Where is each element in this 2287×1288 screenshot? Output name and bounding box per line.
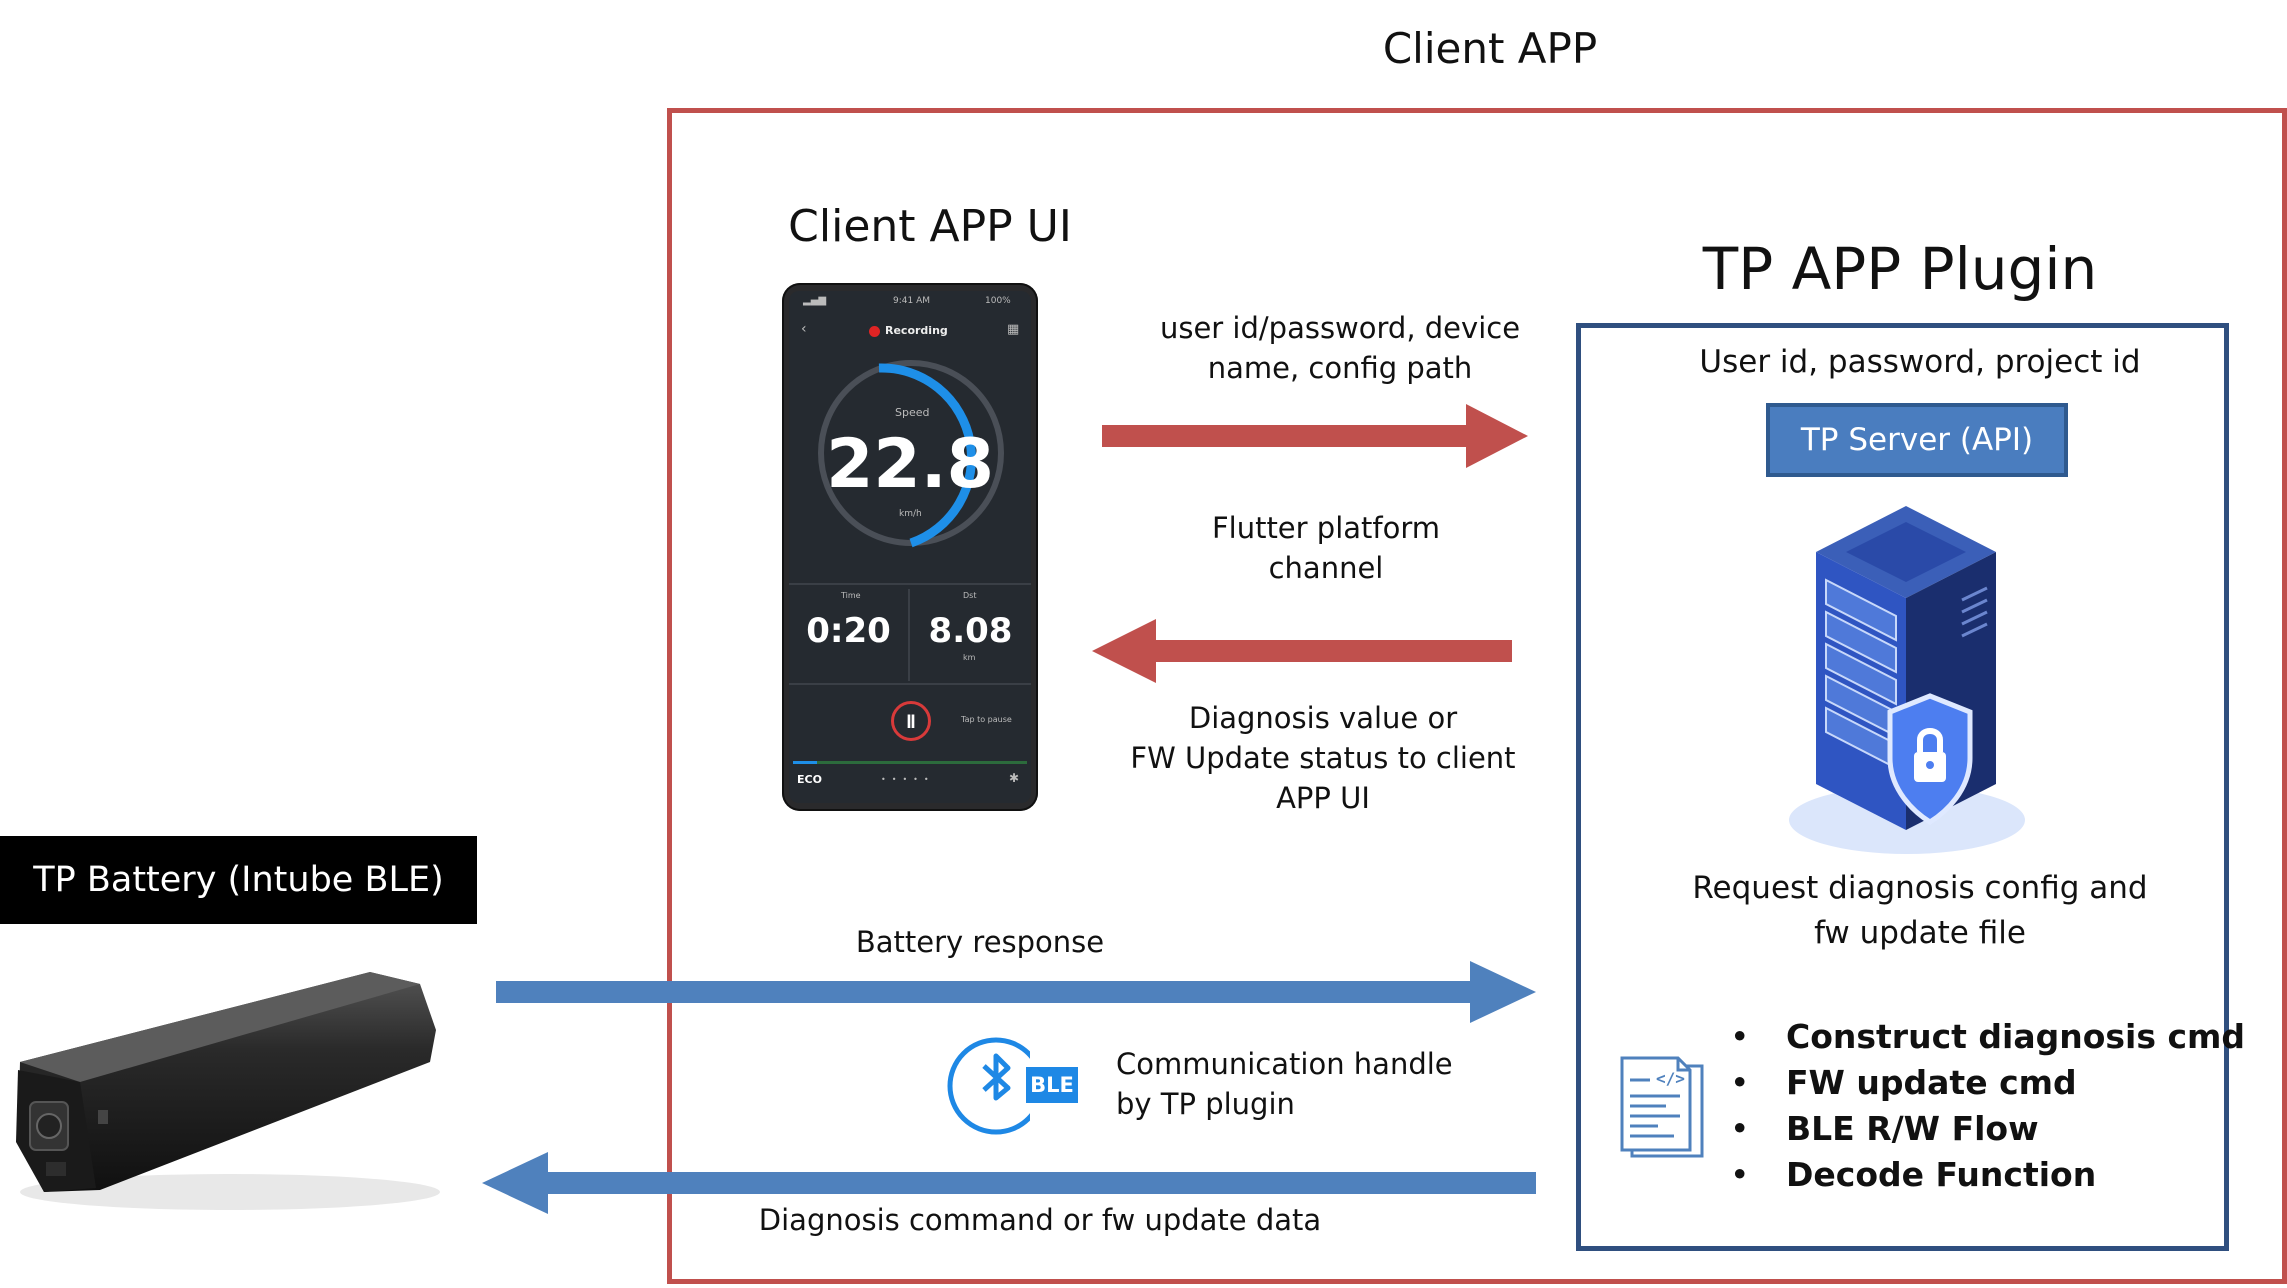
svg-text:</>: </>	[1656, 1069, 1685, 1088]
arrow-to-plugin	[1102, 404, 1528, 468]
phone-divider-vertical	[908, 589, 910, 681]
phone-signal-icon: ▂▄▆	[803, 295, 827, 306]
time-label: Time	[841, 591, 861, 600]
to-ui-label-line: FW Update status to client	[1130, 741, 1516, 776]
arrow-to-ui	[1092, 619, 1512, 683]
phone-divider	[789, 583, 1031, 585]
plugin-credentials: User id, password, project id	[1699, 344, 2141, 380]
platform-channel-label-line: Flutter platform	[1211, 511, 1441, 545]
code-document-icon: </>	[1620, 1056, 1704, 1158]
recording-label: Recording	[885, 324, 948, 337]
phone-divider	[789, 683, 1031, 685]
ble-handle-label-line: by TP plugin	[1116, 1087, 1295, 1122]
list-item: BLE R/W Flow	[1730, 1106, 2245, 1152]
battery-label: TP Battery (Intube BLE)	[0, 836, 477, 924]
to-ui-label-line: Diagnosis value or	[1188, 701, 1458, 735]
phone-screen: ▂▄▆ 9:41 AM 100% ‹ Recording ▦ Speed 22.…	[789, 291, 1031, 803]
platform-channel-label: Flutter platform channel	[1126, 508, 1526, 588]
bluetooth-icon	[946, 1036, 1045, 1136]
to-plugin-label: user id/password, device name, config pa…	[1100, 308, 1580, 388]
list-item: FW update cmd	[1730, 1060, 2245, 1106]
request-config-label: Request diagnosis config and fw update f…	[1590, 866, 2250, 956]
phone-status-time: 9:41 AM	[893, 296, 930, 306]
client-app-title: Client APP	[1382, 24, 1598, 73]
request-config-line: fw update file	[1814, 914, 2026, 951]
speed-value: 22.8	[826, 425, 994, 504]
plugin-title: TP APP Plugin	[1702, 235, 2098, 303]
speed-gauge-icon	[818, 360, 1004, 548]
server-icon	[1789, 506, 2025, 854]
battery-response-label: Battery response	[855, 925, 1105, 959]
distance-value: 8.08	[928, 611, 1013, 651]
distance-label: Dst	[963, 591, 977, 600]
battery-image	[16, 972, 440, 1210]
speed-unit: km/h	[899, 509, 922, 519]
distance-unit: km	[963, 653, 976, 662]
client-app-frame	[667, 108, 2287, 1284]
plugin-frame	[1576, 323, 2229, 1251]
settings-icon[interactable]: ✱	[1009, 771, 1020, 785]
to-plugin-label-line: user id/password, device	[1159, 311, 1521, 345]
phone-mockup: ▂▄▆ 9:41 AM 100% ‹ Recording ▦ Speed 22.…	[782, 283, 1038, 811]
mode-bar-fill	[793, 761, 817, 764]
plugin-feature-list: Construct diagnosis cmd FW update cmd BL…	[1730, 1014, 2245, 1198]
to-ui-label-line: APP UI	[1276, 781, 1370, 816]
list-item: Decode Function	[1730, 1152, 2245, 1198]
mode-label: ECO	[797, 773, 822, 786]
phone-status-battery: 100%	[985, 296, 1011, 306]
recording-dot-icon	[869, 326, 880, 337]
time-value: 0:20	[806, 611, 891, 651]
arrow-battery-response	[496, 961, 1536, 1023]
ble-badge: BLE	[1026, 1067, 1078, 1103]
menu-grid-icon[interactable]: ▦	[1007, 322, 1020, 337]
request-config-line: Request diagnosis config and	[1692, 870, 2148, 906]
pause-button[interactable]: ǁ	[891, 701, 931, 741]
pause-hint: Tap to pause	[961, 715, 1012, 724]
list-item: Construct diagnosis cmd	[1730, 1014, 2245, 1060]
to-battery-label: Diagnosis command or fw update data	[758, 1203, 1322, 1237]
client-app-ui-title: Client APP UI	[788, 201, 1072, 252]
page-dots-icon: •••••	[881, 775, 935, 784]
ble-handle-label-line: Communication handle	[1116, 1047, 1453, 1081]
ble-handle-label: Communication handle by TP plugin	[1116, 1044, 1496, 1124]
arrow-to-battery	[482, 1152, 1536, 1214]
mode-bar	[793, 761, 1027, 764]
platform-channel-label-line: channel	[1268, 551, 1384, 586]
tp-server-button[interactable]: TP Server (API)	[1766, 403, 2068, 477]
to-ui-label: Diagnosis value or FW Update status to c…	[1100, 698, 1546, 818]
to-plugin-label-line: name, config path	[1207, 351, 1473, 386]
speed-label: Speed	[895, 406, 930, 419]
back-icon[interactable]: ‹	[801, 321, 807, 337]
